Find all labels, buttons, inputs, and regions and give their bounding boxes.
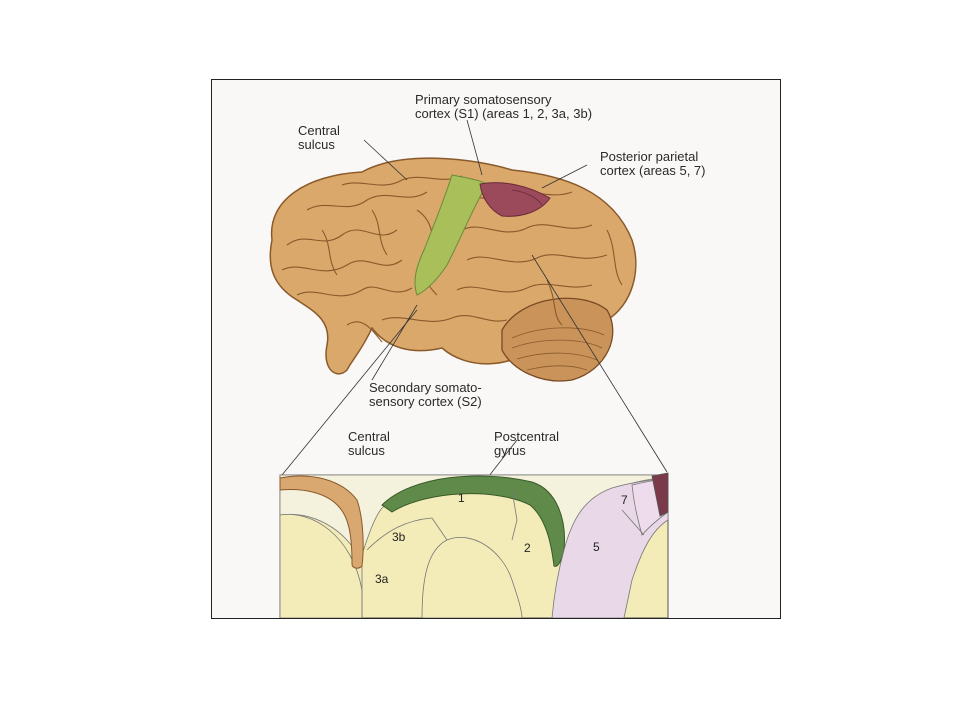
area-label-1: 1	[458, 491, 465, 505]
label-secondary-somatosensory: Secondary somato- sensory cortex (S2)	[369, 380, 482, 409]
cortex-cross-section	[279, 472, 669, 618]
brain-illustration	[269, 119, 669, 618]
area-label-5: 5	[593, 540, 600, 554]
label-postcentral-gyrus: Postcentral gyrus	[494, 429, 560, 458]
brain-gyri	[281, 175, 623, 343]
area-label-3b: 3b	[392, 530, 406, 544]
label-posterior-parietal: Posterior parietal cortex (areas 5, 7)	[600, 149, 706, 178]
area-boundaries	[361, 489, 645, 618]
area-label-3a: 3a	[375, 572, 389, 586]
postcentral-gyrus-section	[381, 475, 566, 567]
brain-lateral-view	[269, 157, 637, 382]
label-primary-somatosensory: Primary somatosensory cortex (S1) (areas…	[415, 92, 593, 121]
label-central-sulcus-bottom: Central sulcus	[348, 429, 390, 458]
figure-frame: Central sulcus Primary somatosensory cor…	[211, 79, 781, 619]
posterior-parietal-area	[479, 182, 551, 217]
label-central-sulcus-top: Central sulcus	[298, 123, 340, 152]
area-label-7: 7	[621, 493, 628, 507]
central-sulcus-section	[279, 475, 364, 569]
cerebellum	[501, 297, 614, 382]
cerebellum-folds	[511, 327, 605, 371]
area-label-2: 2	[524, 541, 531, 555]
